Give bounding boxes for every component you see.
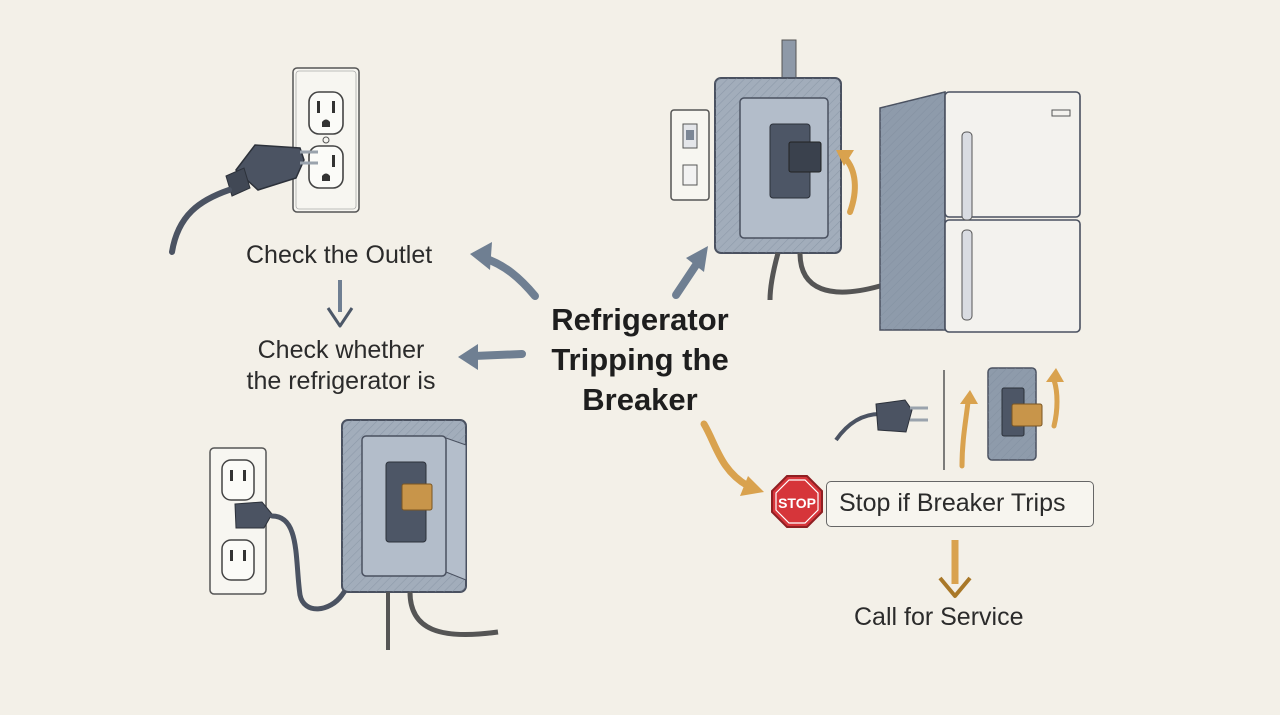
step-check-whether: Check whether the refrigerator is: [226, 335, 456, 397]
arrow-to-check-whether: [458, 344, 526, 370]
refrigerator-icon: [879, 91, 1081, 333]
step-call-service: Call for Service: [854, 603, 1024, 631]
stop-sign-text: STOP: [778, 495, 816, 511]
arrow-to-breaker-panel: [672, 246, 708, 299]
step-check-whether-line-2: the refrigerator is: [246, 367, 436, 395]
stop-sign-icon: STOP: [771, 475, 823, 528]
arrow-to-stop: [700, 420, 764, 496]
step-stop-if-trips: Stop if Breaker Trips: [839, 489, 1066, 517]
arrow-down-to-call-service: [938, 540, 972, 598]
orange-curl-arrow-breaker: [836, 150, 858, 215]
breaker-panel-icon: [714, 39, 881, 301]
step-check-outlet: Check the Outlet: [246, 241, 433, 269]
title-line-1: Refrigerator: [551, 302, 729, 337]
title-line-3: Breaker: [582, 382, 698, 417]
orange-up-arrows-switch: [959, 368, 1064, 469]
arrow-down-to-check-whether: [326, 280, 354, 328]
stop-if-trips-box: Stop if Breaker Trips: [826, 481, 1094, 527]
step-check-whether-line-1: Check whether: [257, 336, 425, 364]
plug-into-outlet-icon: [169, 67, 360, 255]
outlet-with-breaker-icon: [209, 419, 499, 650]
arrow-to-check-outlet: [470, 242, 539, 300]
title-line-2: Tripping the: [551, 342, 729, 377]
diagram-title: Refrigerator Tripping the Breaker: [520, 300, 760, 420]
wall-switch-icon: [670, 109, 710, 201]
plug-and-breaker-icon: [834, 367, 1043, 470]
